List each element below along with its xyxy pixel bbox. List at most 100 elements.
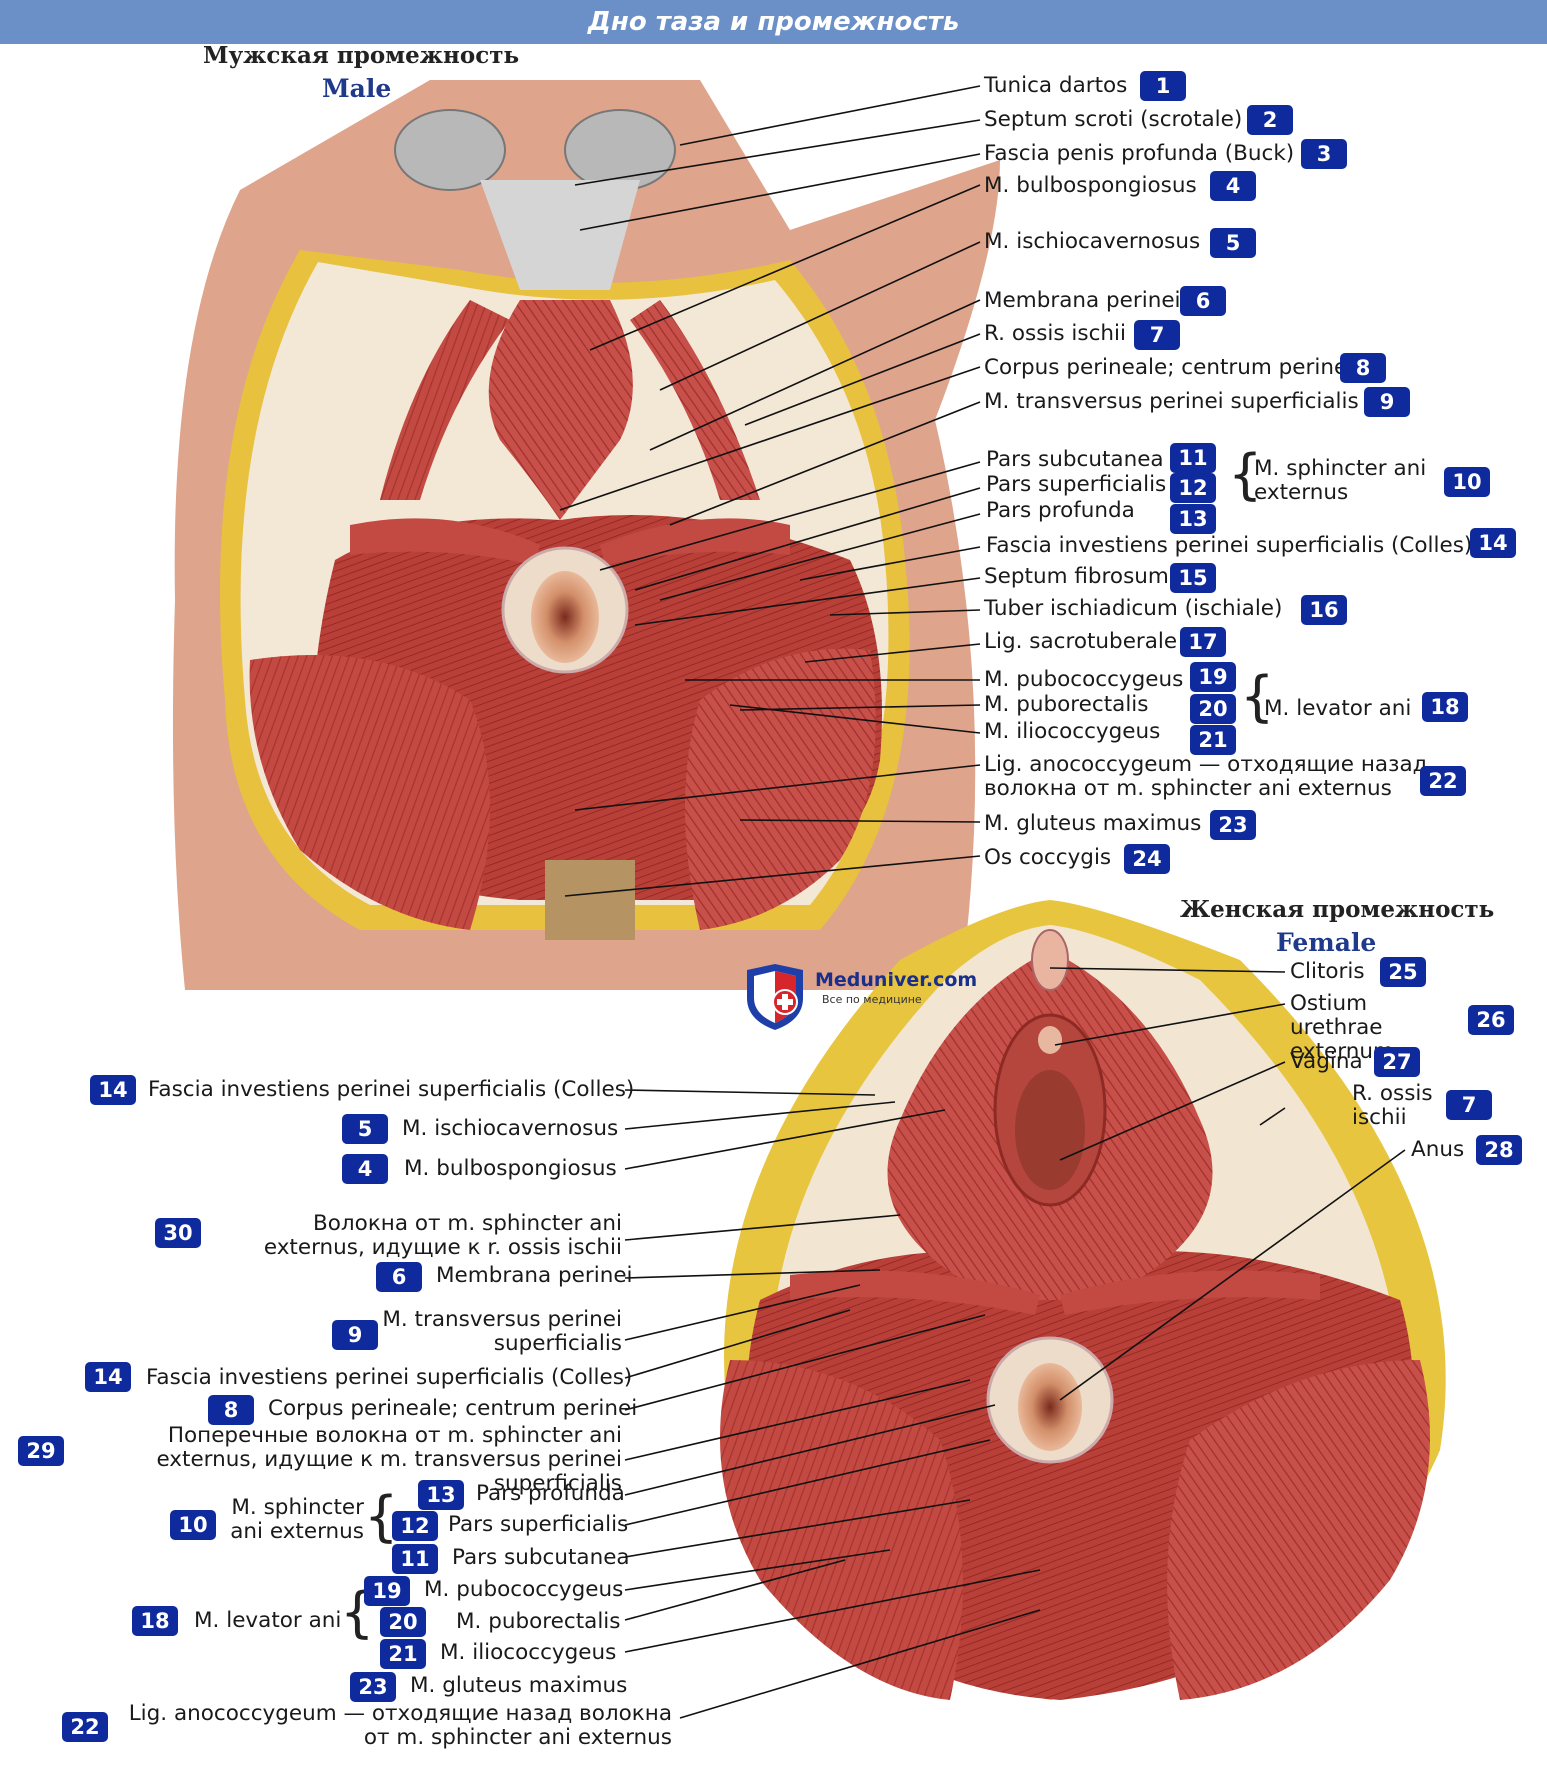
label-fibers-to-ischium: Волокна от m. sphincter ani externus, ид…: [263, 1211, 622, 1260]
label-gluteus-maximus-f: M. gluteus maximus: [410, 1673, 628, 1698]
label-pars-subcutanea: Pars subcutanea: [986, 447, 1164, 472]
badge-29: 29: [18, 1436, 64, 1466]
male-perineum-drawing: [172, 80, 1001, 990]
badge-11-f: 11: [392, 1544, 438, 1574]
label-pubococcygeus: M. pubococcygeus: [984, 667, 1184, 692]
label-ischiocavernosus: M. ischiocavernosus: [984, 229, 1201, 254]
badge-15: 15: [1170, 563, 1216, 593]
badge-27: 27: [1374, 1047, 1420, 1077]
label-fascia-investiens-f2: Fascia investiens perinei superficialis …: [146, 1365, 633, 1390]
label-clitoris: Clitoris: [1290, 959, 1365, 984]
badge-10: 10: [1444, 467, 1490, 497]
label-fascia-penis: Fascia penis profunda (Buck): [984, 141, 1295, 166]
badge-4: 4: [1210, 171, 1256, 201]
badge-19-f: 19: [364, 1576, 410, 1606]
badge-14-f: 14: [90, 1075, 136, 1105]
badge-18: 18: [1422, 692, 1468, 722]
badge-16: 16: [1301, 595, 1347, 625]
badge-22-f: 22: [62, 1712, 108, 1742]
female-leader-lines: [624, 967, 1406, 1719]
label-pars-profunda-f: Pars profunda: [476, 1481, 625, 1506]
header-banner: Дно таза и промежность: [0, 0, 1547, 44]
label-pars-profunda: Pars profunda: [986, 498, 1135, 523]
male-leader-lines: [559, 85, 981, 897]
badge-28: 28: [1476, 1135, 1522, 1165]
label-membrana-perinei-f: Membrana perinei: [436, 1263, 633, 1288]
label-gluteus-maximus: M. gluteus maximus: [984, 811, 1202, 836]
label-puborectalis-f: M. puborectalis: [456, 1609, 621, 1634]
label-sphincter-ani-externus: M. sphincter ani externus: [1254, 456, 1427, 505]
badge-21-f: 21: [380, 1639, 426, 1669]
label-pubococcygeus-f: M. pubococcygeus: [424, 1577, 624, 1602]
badge-1: 1: [1140, 71, 1186, 101]
logo-tagline: Все по медицине: [822, 993, 922, 1006]
label-sphincter-ani-externus-f: M. sphincter ani externus: [230, 1495, 364, 1544]
label-ostium-urethrae: Ostium urethrae externum: [1290, 991, 1394, 1064]
label-os-coccygis: Os coccygis: [984, 845, 1112, 870]
badge-7: 7: [1134, 320, 1180, 350]
label-septum-scroti: Septum scroti (scrotale): [984, 107, 1243, 132]
label-corpus-perineale: Corpus perineale; centrum perinei: [984, 355, 1354, 380]
female-title-en: Female: [1276, 928, 1377, 957]
badge-30: 30: [155, 1218, 201, 1248]
badge-12: 12: [1170, 473, 1216, 503]
logo-text: Meduniver.com: [815, 969, 978, 991]
badge-2: 2: [1247, 105, 1293, 135]
badge-14: 14: [1470, 528, 1516, 558]
label-pars-subcutanea-f: Pars subcutanea: [452, 1545, 630, 1570]
badge-10-f: 10: [170, 1510, 216, 1540]
female-title-ru: Женская промежность: [1180, 896, 1495, 923]
label-transversus-perinei: M. transversus perinei superficialis: [984, 389, 1359, 414]
label-vagina: Vagina: [1290, 1049, 1363, 1074]
label-lig-sacrotuberale: Lig. sacrotuberale: [984, 629, 1178, 654]
badge-13: 13: [1170, 504, 1216, 534]
label-fascia-investiens-f: Fascia investiens perinei superficialis …: [148, 1077, 635, 1102]
label-septum-fibrosum: Septum fibrosum: [984, 564, 1169, 589]
badge-7-f: 7: [1446, 1090, 1492, 1120]
badge-26: 26: [1468, 1005, 1514, 1035]
male-title-en: Male: [322, 74, 392, 103]
label-fascia-investiens: Fascia investiens perinei superficialis …: [986, 533, 1473, 558]
badge-5: 5: [1210, 228, 1256, 258]
label-tunica-dartos: Tunica dartos: [984, 73, 1128, 98]
label-bulbospongiosus: M. bulbospongiosus: [984, 173, 1197, 198]
meduniver-logo: [747, 964, 803, 1030]
brace-sphincter: {: [1228, 443, 1263, 506]
label-transverse-fibers: Поперечные волокна от m. sphincter ani e…: [156, 1423, 622, 1496]
label-puborectalis: M. puborectalis: [984, 692, 1149, 717]
badge-9-f: 9: [332, 1320, 378, 1350]
label-iliococcygeus: M. iliococcygeus: [984, 719, 1161, 744]
badge-6-f: 6: [376, 1262, 422, 1292]
badge-25: 25: [1380, 957, 1426, 987]
label-levator-ani-f: M. levator ani: [194, 1608, 342, 1633]
badge-9: 9: [1364, 387, 1410, 417]
label-iliococcygeus-f: M. iliococcygeus: [440, 1640, 617, 1665]
page-title: Дно таза и промежность: [587, 7, 960, 37]
badge-8-f: 8: [208, 1395, 254, 1425]
label-lig-anococcygeum: Lig. anococcygeum — отходящие назад воло…: [984, 752, 1428, 801]
label-corpus-perineale-f: Corpus perineale; centrum perinei: [268, 1396, 638, 1421]
badge-5-f: 5: [342, 1114, 388, 1144]
badge-13-f: 13: [418, 1480, 464, 1510]
badge-19: 19: [1190, 662, 1236, 692]
label-pars-superficialis-f: Pars superficialis: [448, 1512, 629, 1537]
label-transversus-perinei-f: M. transversus perinei superficialis: [382, 1307, 622, 1356]
badge-8: 8: [1340, 353, 1386, 383]
badge-20-f: 20: [380, 1607, 426, 1637]
label-anus: Anus: [1411, 1137, 1465, 1162]
label-r-ossis-ischii-f: R. ossis ischii: [1352, 1081, 1433, 1130]
label-membrana-perinei: Membrana perinei: [984, 288, 1181, 313]
badge-21: 21: [1190, 725, 1236, 755]
badge-4-f: 4: [342, 1154, 388, 1184]
badge-11: 11: [1170, 443, 1216, 473]
label-lig-anococcygeum-f: Lig. anococcygeum — отходящие назад воло…: [128, 1701, 672, 1750]
badge-12-f: 12: [392, 1511, 438, 1541]
brace-levator: {: [1240, 665, 1275, 728]
label-levator-ani: M. levator ani: [1264, 696, 1412, 721]
badge-20: 20: [1190, 694, 1236, 724]
badge-6: 6: [1180, 286, 1226, 316]
male-title-ru: Мужская промежность: [203, 42, 520, 69]
label-bulbospongiosus-f: M. bulbospongiosus: [404, 1156, 617, 1181]
label-pars-superficialis: Pars superficialis: [986, 472, 1167, 497]
